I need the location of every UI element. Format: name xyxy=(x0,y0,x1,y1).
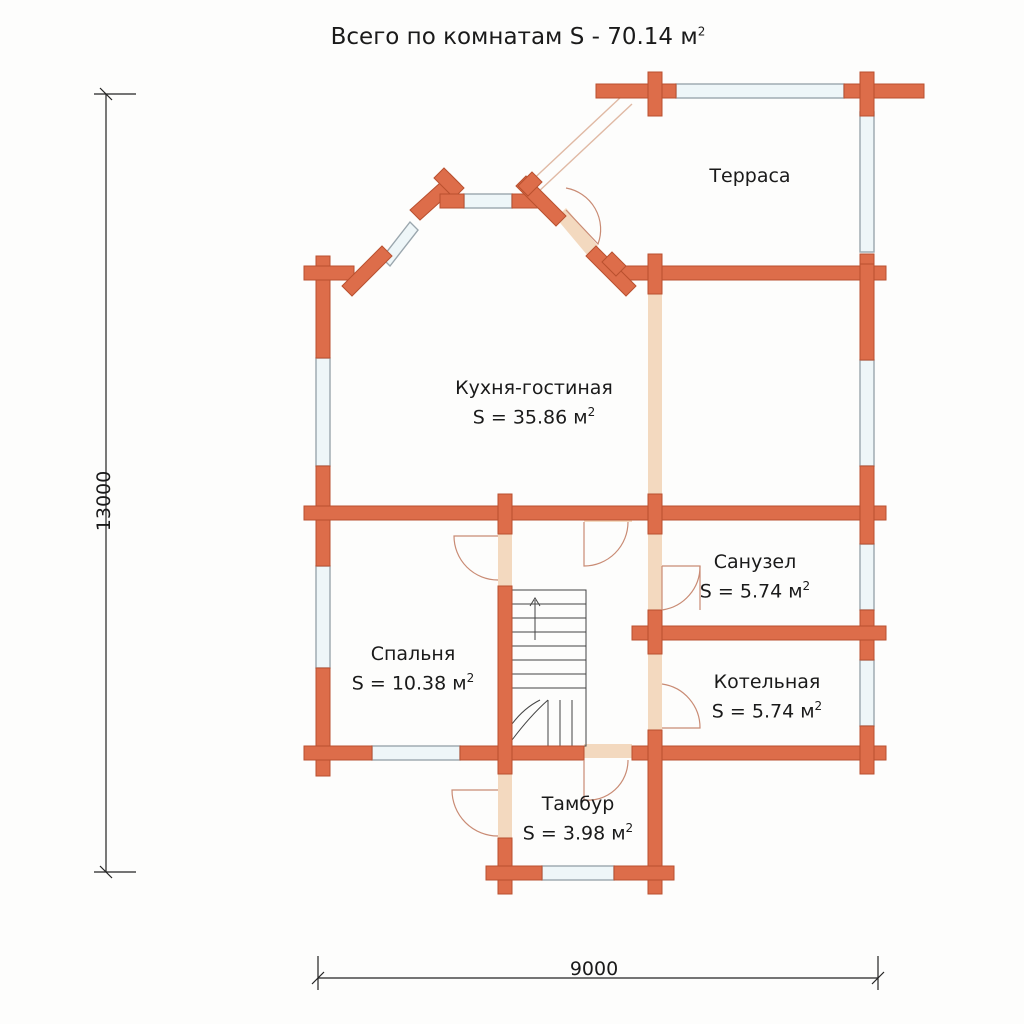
room-boiler: Котельная S = 5.74 м2 xyxy=(712,670,822,723)
plan-title: Всего по комнатам S - 70.14 м2 xyxy=(330,24,706,50)
room-name: Спальня xyxy=(370,643,456,665)
room-bathroom: Санузел S = 5.74 м2 xyxy=(700,550,810,603)
room-terrace: Терраса xyxy=(709,164,790,188)
room-area: S = 5.74 м2 xyxy=(711,699,823,723)
room-area: S = 10.38 м2 xyxy=(351,671,475,695)
room-name: Терраса xyxy=(709,165,791,187)
walls xyxy=(303,71,925,895)
room-kitchen: Кухня-гостиная S = 35.86 м2 xyxy=(455,376,613,429)
windows xyxy=(315,83,875,881)
room-area: S = 35.86 м2 xyxy=(472,405,596,429)
room-bedroom: Спальня S = 10.38 м2 xyxy=(352,642,474,695)
door-swings xyxy=(451,187,701,837)
room-area: S = 3.98 м2 xyxy=(522,821,634,845)
room-name: Котельная xyxy=(713,671,821,693)
room-name: Санузел xyxy=(713,551,797,573)
room-vestibule: Тамбур S = 3.98 м2 xyxy=(523,792,633,845)
room-name: Кухня-гостиная xyxy=(455,377,613,399)
dimension-width: 9000 xyxy=(569,958,619,980)
room-area: S = 5.74 м2 xyxy=(699,579,811,603)
dimension-height: 13000 xyxy=(93,470,116,532)
dimension-lines xyxy=(94,87,885,990)
room-name: Тамбур xyxy=(541,793,615,815)
partitions xyxy=(498,208,662,838)
terrace-railing xyxy=(525,95,633,195)
staircase xyxy=(511,589,587,747)
